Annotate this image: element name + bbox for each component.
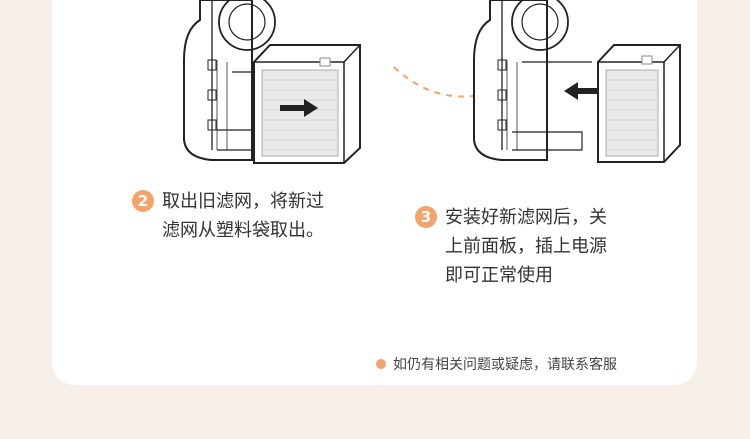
dashed-arc-connector: [393, 66, 481, 98]
bullet-dot-icon: [376, 359, 386, 369]
purifier-insert-filter-illustration: [473, 0, 681, 163]
purifier-remove-filter-illustration: [183, 0, 361, 164]
step-number-badge: 3: [415, 206, 437, 228]
step-3: 3 安装好新滤网后，关 上前面板，插上电源 即可正常使用: [415, 203, 607, 290]
step-text: 取出旧滤网，将新过 滤网从塑料袋取出。: [162, 191, 324, 241]
step-2: 2 取出旧滤网，将新过 滤网从塑料袋取出。: [132, 187, 324, 245]
note-text: 如仍有相关问题或疑虑，请联系客服: [393, 357, 617, 373]
support-note: 如仍有相关问题或疑虑，请联系客服: [376, 354, 617, 374]
instruction-card: [52, 0, 697, 385]
step-number-badge: 2: [132, 190, 154, 212]
step-text: 安装好新滤网后，关 上前面板，插上电源 即可正常使用: [445, 207, 607, 286]
